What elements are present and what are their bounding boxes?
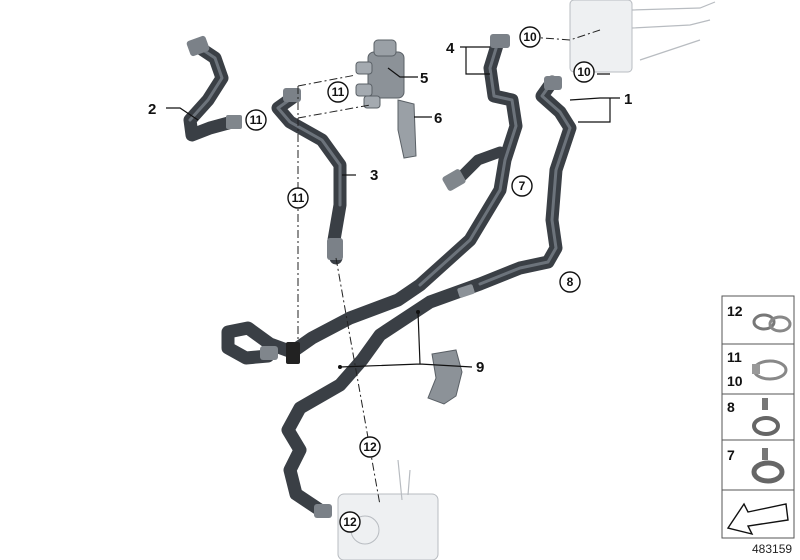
circled-callout-11-valve: 11 <box>327 81 349 103</box>
clip-holder-8-icon <box>752 398 780 436</box>
clip-holder-7-icon <box>751 448 785 484</box>
callout-5: 5 <box>420 70 428 87</box>
hose-4-7 <box>285 34 523 359</box>
svg-text:11: 11 <box>292 191 305 205</box>
leader-lines <box>166 46 620 369</box>
svg-text:7: 7 <box>519 179 526 193</box>
callout-4: 4 <box>446 40 455 57</box>
callout-2: 2 <box>148 101 156 118</box>
svg-text:10: 10 <box>523 30 537 44</box>
circled-callout-11-vertical: 11 <box>287 187 309 209</box>
callout-1: 1 <box>624 91 632 108</box>
valve-5 <box>355 39 405 109</box>
svg-text:12: 12 <box>363 440 377 454</box>
svg-text:8: 8 <box>567 275 574 289</box>
svg-text:10: 10 <box>577 65 591 79</box>
legend-label-10: 10 <box>727 373 743 389</box>
hose-2 <box>183 35 242 142</box>
diagram-reference-number: 483159 <box>752 542 792 556</box>
circled-callout-12-middle: 12 <box>359 436 381 458</box>
callout-6: 6 <box>434 110 442 127</box>
hose-loop-left <box>221 321 300 365</box>
circled-callout-10-right: 10 <box>573 61 595 83</box>
legend-label-8: 8 <box>727 399 735 415</box>
ghost-radiator-top-right <box>569 0 716 73</box>
parts-legend: 12 11 10 8 7 <box>721 295 795 539</box>
hose-1-8 <box>281 75 577 518</box>
legend-label-11: 11 <box>727 349 742 365</box>
callout-3: 3 <box>370 167 378 184</box>
arrow-symbol-icon <box>726 502 789 536</box>
reference-lines <box>297 29 601 506</box>
bracket-6 <box>397 99 417 159</box>
holder-9 <box>427 349 463 405</box>
svg-text:11: 11 <box>332 85 345 99</box>
circled-callout-8: 8 <box>559 271 581 293</box>
hose-3 <box>271 88 347 265</box>
callout-9: 9 <box>476 359 484 376</box>
circled-callout-11-left: 11 <box>245 109 267 131</box>
legend-label-7: 7 <box>727 447 735 463</box>
ghost-heater-unit-bottom <box>337 459 439 560</box>
circled-callout-7: 7 <box>511 175 533 197</box>
circled-callout-10-top: 10 <box>519 26 541 48</box>
legend-label-12: 12 <box>727 303 743 319</box>
hose-clamp-12-icon <box>752 313 792 333</box>
svg-text:12: 12 <box>343 515 357 529</box>
svg-text:11: 11 <box>250 113 263 127</box>
hose-clamp-10-11-icon <box>752 359 788 381</box>
circled-callout-12-bottom: 12 <box>339 511 361 533</box>
